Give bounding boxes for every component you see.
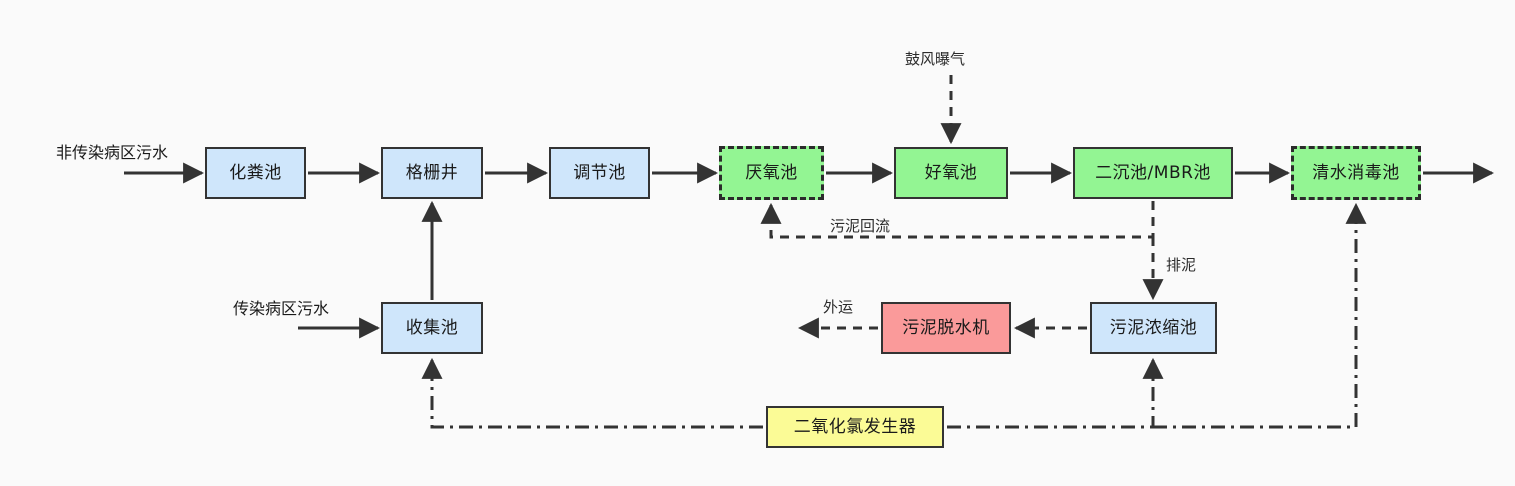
node-label: 污泥脱水机: [902, 317, 990, 338]
node-label: 二氧化氯发生器: [793, 416, 917, 437]
label-sludge-drain: 排泥: [1166, 256, 1197, 274]
solid-connectors: [124, 162, 1495, 339]
node-huafenchi[interactable]: 化粪池: [205, 147, 306, 199]
edge-clo2-to-shoujichi: [421, 357, 763, 429]
node-label: 清水消毒池: [1312, 162, 1400, 183]
node-label: 厌氧池: [745, 162, 798, 183]
node-label: 化粪池: [229, 162, 282, 183]
edge-clo2-to-qingshui: [1153, 202, 1367, 429]
edge-clo2-to-nongsuochi: [947, 357, 1164, 429]
node-label: 污泥浓缩池: [1109, 317, 1198, 338]
label-haul-away: 外运: [823, 298, 854, 316]
node-shoujichi[interactable]: 收集池: [381, 302, 483, 354]
node-clo2-generator[interactable]: 二氧化氯发生器: [766, 406, 944, 448]
label-aeration: 鼓风曝气: [905, 50, 966, 68]
dashdot-connectors: [421, 202, 1367, 429]
node-label: 好氧池: [924, 162, 978, 183]
node-qingshui[interactable]: 清水消毒池: [1291, 146, 1421, 200]
label-inflow-infectious: 传染病区污水: [233, 299, 330, 318]
node-erchenchi[interactable]: 二沉池/MBR池: [1073, 147, 1233, 199]
node-wunongsuochi[interactable]: 污泥浓缩池: [1090, 302, 1217, 354]
edge-sludge-return: [760, 201, 1155, 239]
node-wunituoshuiji[interactable]: 污泥脱水机: [881, 302, 1011, 354]
node-tiaojiechi[interactable]: 调节池: [549, 147, 650, 199]
dashed-connectors: [760, 75, 1164, 339]
node-label: 格栅井: [405, 162, 459, 183]
node-yanyangchi[interactable]: 厌氧池: [719, 146, 824, 200]
node-label: 调节池: [573, 162, 626, 183]
node-geshajing[interactable]: 格栅井: [381, 147, 483, 199]
node-label: 二沉池/MBR池: [1095, 162, 1211, 183]
node-haoyangchi[interactable]: 好氧池: [894, 147, 1008, 199]
label-sludge-return: 污泥回流: [830, 217, 891, 235]
label-inflow-noninfectious: 非传染病区污水: [56, 143, 169, 162]
node-label: 收集池: [405, 317, 459, 338]
